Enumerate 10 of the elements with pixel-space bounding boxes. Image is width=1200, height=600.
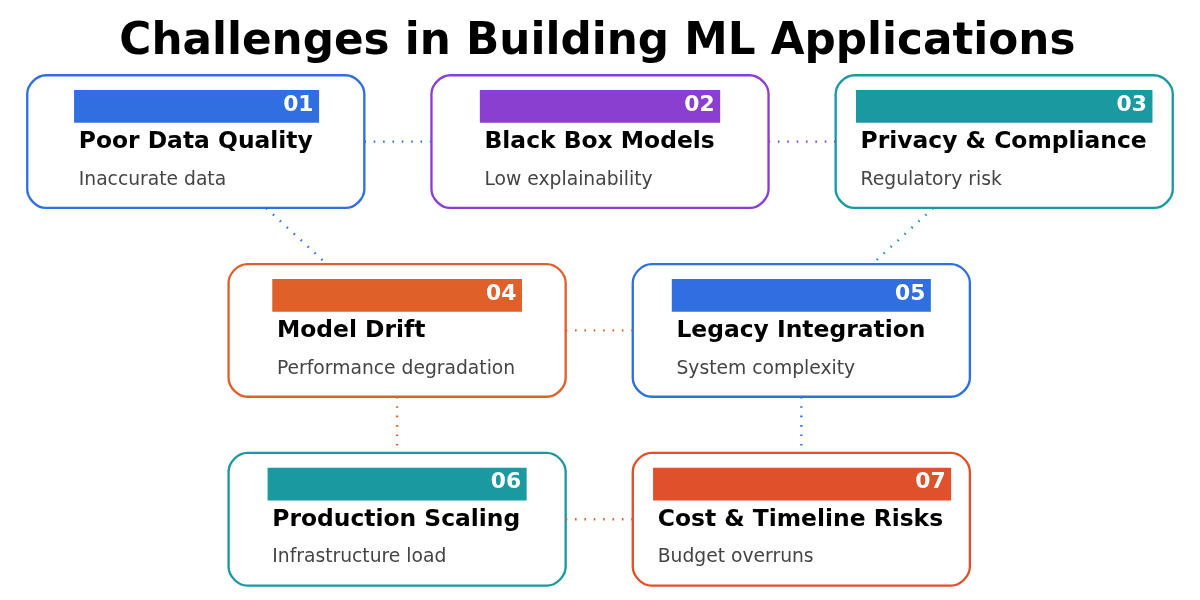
connector [565, 518, 633, 521]
connector [565, 329, 633, 332]
diagram-title: Challenges in Building ML Applications [119, 13, 1076, 65]
node-box: 02 Black Box Models Low explainability [430, 74, 770, 210]
node-box: 03 Privacy & Compliance Regulatory risk [834, 74, 1174, 210]
node-box: 06 Production Scaling Infrastructure load [227, 451, 567, 587]
node-box: 07 Cost & Timeline Risks Budget overruns [631, 451, 972, 587]
node-box: 04 Model Drift Performance degradation [227, 262, 567, 398]
node-box: 05 Legacy Integration System complexity [631, 262, 972, 398]
node-box: 01 Poor Data Quality Inaccurate data [26, 74, 366, 210]
